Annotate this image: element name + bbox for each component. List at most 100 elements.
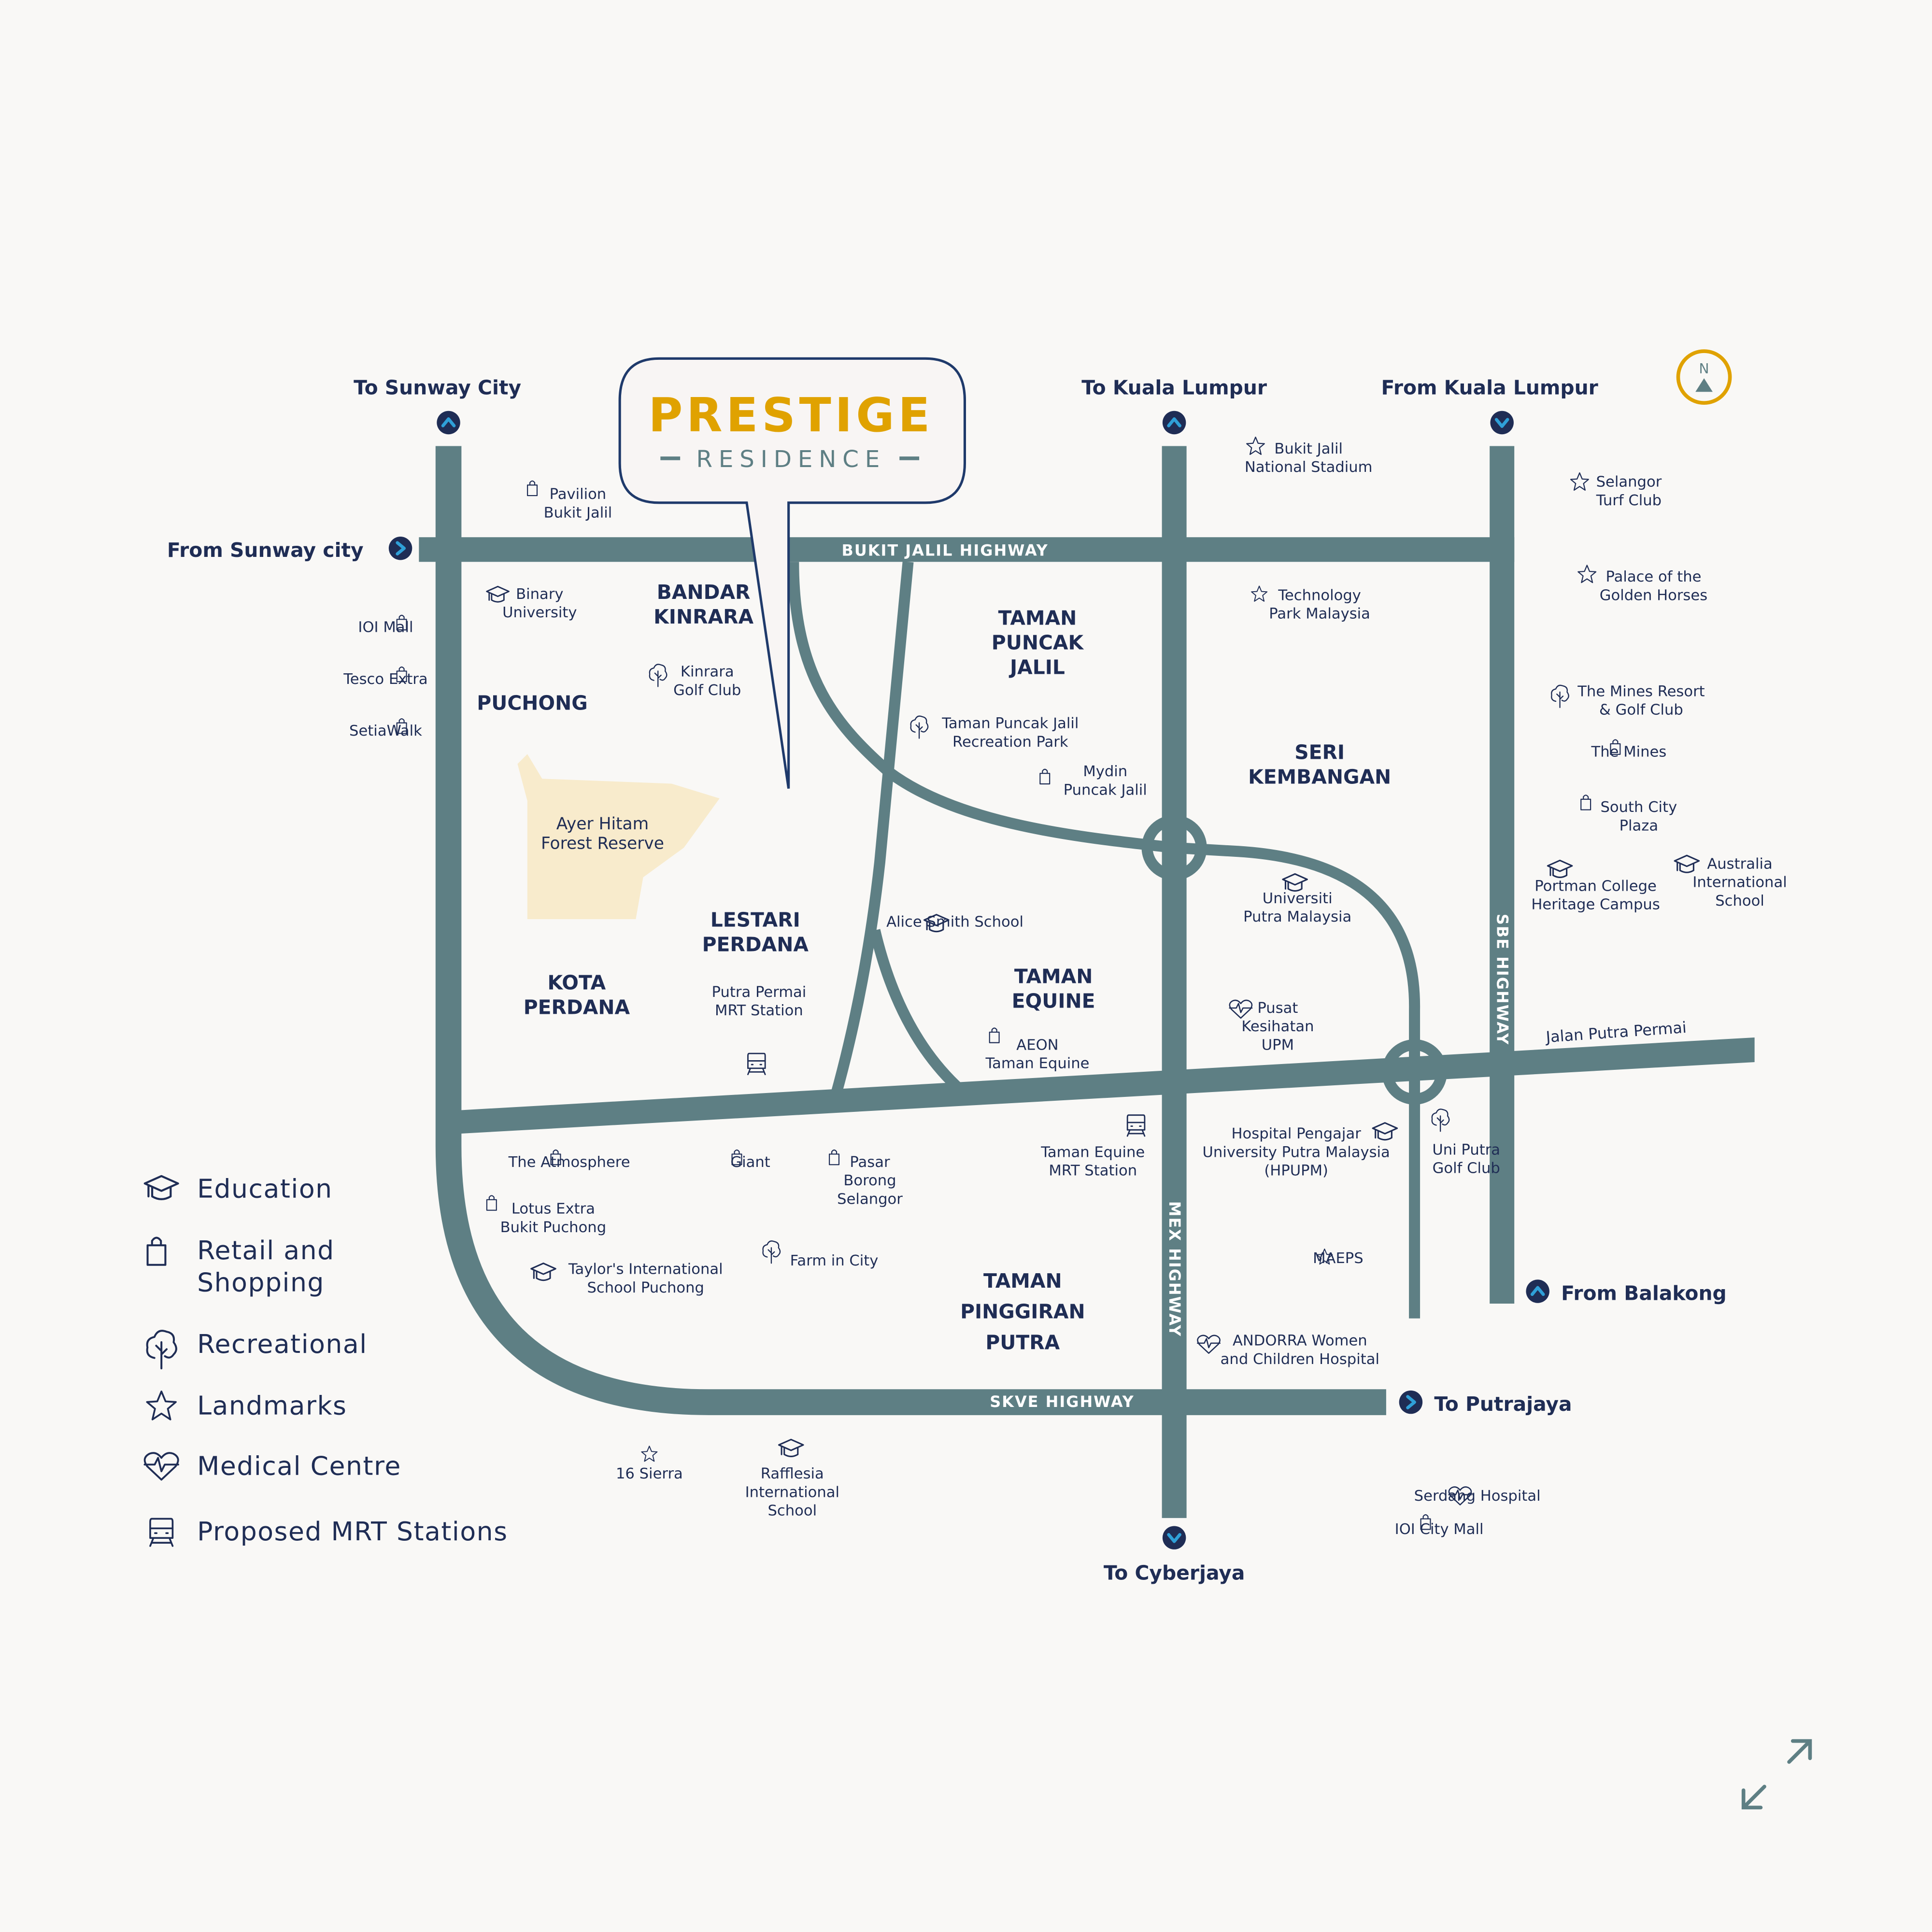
poi-label: 16 Sierra [616, 1465, 683, 1482]
legend-label-line: Education [197, 1174, 332, 1204]
north-compass-icon: N [1676, 349, 1732, 405]
poi-label-line: Golden Horses [1600, 587, 1707, 604]
poi-label-line: Kinrara [681, 664, 734, 681]
poi-item[interactable]: Giant [730, 1149, 770, 1171]
arrow-down-icon[interactable] [1163, 1526, 1186, 1549]
poi-item[interactable]: SetiaWalk [349, 718, 422, 739]
highway-label-mex: MEX HIGHWAY [1165, 1201, 1184, 1337]
area-label-line: Forest Reserve [541, 834, 664, 853]
highway-label-sbe: SBE HIGHWAY [1493, 914, 1511, 1045]
poi-label: Giant [730, 1154, 770, 1171]
arrow-up-icon[interactable] [437, 411, 460, 434]
poi-item[interactable]: Alice Smith School [886, 913, 1023, 933]
poi-label: Farm in City [790, 1252, 879, 1269]
poi-item[interactable]: The Atmosphere [508, 1149, 630, 1171]
poi-label-line: Heritage Campus [1531, 896, 1660, 913]
area-label-line: PINGGIRAN [960, 1300, 1085, 1323]
arrow-right-icon[interactable] [389, 537, 412, 560]
poi-label-line: Selangor [1596, 474, 1662, 491]
legend-label: Proposed MRT Stations [197, 1516, 508, 1547]
area-label: PUCHONG [477, 691, 587, 714]
poi-item[interactable]: Farm in City [762, 1240, 879, 1269]
poi-item[interactable]: 16 Sierra [616, 1446, 683, 1482]
poi-label-line: Taman Puncak Jalil [941, 715, 1079, 732]
direction-from-balakong: From Balakong [1561, 1281, 1727, 1305]
road-network [419, 446, 1755, 1518]
poi-label: Tesco Extra [343, 671, 427, 688]
arrow-right-icon[interactable] [1399, 1391, 1422, 1414]
poi-label-line: IOI City Mall [1395, 1521, 1484, 1538]
arrow-down-icon[interactable] [1490, 411, 1513, 434]
poi-label-line: Kesihatan [1241, 1018, 1314, 1035]
poi-label-line: Putra Permai [712, 984, 807, 1001]
legend-label: Landmarks [197, 1391, 347, 1421]
legend-label-line: Medical Centre [197, 1451, 401, 1481]
poi-label-line: MRT Station [715, 1002, 803, 1019]
poi-label-line: Taman Equine [1040, 1144, 1145, 1161]
poi-item[interactable]: Serdang Hospital [1414, 1486, 1541, 1506]
poi-label-line: School Puchong [587, 1279, 704, 1296]
poi-label-line: Putra Malaysia [1243, 909, 1351, 925]
arrow-up-icon[interactable] [1526, 1279, 1549, 1303]
poi-label-line: and Children Hospital [1221, 1351, 1379, 1368]
legend-label: Medical Centre [197, 1451, 401, 1481]
poi-label-line: Bukit Jalil [544, 504, 612, 521]
poi-item[interactable]: MAEPS [1313, 1248, 1364, 1267]
poi-label-line: Taylor's International [568, 1261, 723, 1278]
poi-label-line: IOI Mall [358, 619, 413, 636]
road-puchong-skve [435, 446, 1386, 1415]
poi-label-line: Farm in City [790, 1252, 879, 1269]
poi-item[interactable]: Tesco Extra [343, 666, 428, 688]
roundabout-north [1141, 815, 1207, 881]
poi-label-line: Uni Putra [1432, 1141, 1500, 1158]
poi-item[interactable]: IOI Mall [358, 614, 413, 636]
roundabout-south [1381, 1039, 1448, 1105]
poi-item[interactable]: The Mines [1591, 739, 1667, 761]
poi-label-line: Pavilion [550, 486, 607, 503]
poi-label-line: Australia [1707, 855, 1772, 872]
poi-item[interactable]: The Mines Resort& Golf Club [1550, 683, 1705, 719]
expand-icon[interactable] [1741, 1739, 1812, 1810]
poi-label: SetiaWalk [349, 723, 422, 739]
area-label-line: EQUINE [1012, 990, 1095, 1013]
poi-label-line: (HPUPM) [1264, 1163, 1328, 1179]
poi-label: Serdang Hospital [1414, 1488, 1541, 1505]
arrow-up-icon[interactable] [1163, 411, 1186, 434]
area-label-line: Ayer Hitam [556, 814, 649, 834]
area-label-line: PERDANA [702, 933, 809, 956]
poi-item[interactable]: IOI City Mall [1395, 1514, 1484, 1538]
poi-label-line: Turf Club [1596, 492, 1662, 509]
